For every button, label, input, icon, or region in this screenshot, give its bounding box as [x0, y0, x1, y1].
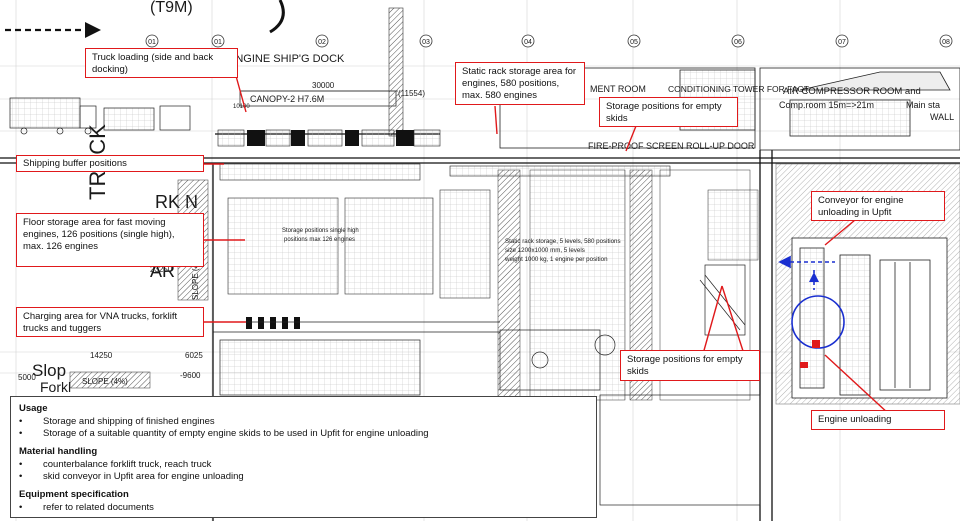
svg-text:08: 08	[942, 39, 950, 46]
svg-text:positions max 126 engines: positions max 126 engines	[284, 237, 355, 243]
lower-rooms	[219, 329, 761, 506]
callout-skids-mid: Storage positions for empty skids	[620, 350, 760, 381]
usage-item: Storage and shipping of finished engines	[19, 416, 588, 428]
comp-room-label: Comp.room 15m=>21m	[779, 100, 874, 110]
info-panel: Usage Storage and shipping of finished e…	[10, 396, 597, 518]
dock-label: ENGINE SHIP'G DOCK	[228, 53, 345, 65]
floor-storage-blocks	[227, 189, 491, 299]
charging-units	[246, 317, 300, 329]
dim-23250: 23250	[150, 265, 173, 274]
callout-conveyor: Conveyor for engine unloading in Upfit	[811, 191, 945, 221]
dim-6025: 6025	[185, 351, 203, 360]
top-curve	[269, 0, 285, 34]
callout-truck-loading: Truck loading (side and back docking)	[85, 48, 238, 78]
bay-label: (T9M)	[150, 0, 193, 16]
callout-static-rack: Static rack storage area for engines, 58…	[455, 62, 585, 105]
upfit-blue-markers	[778, 255, 845, 349]
svg-text:Storage positions single high: Storage positions single high	[282, 228, 359, 234]
dim-14250: 14250	[90, 351, 113, 360]
screen-door-label: FIRE-PROOF SCREEN ROLL-UP DOOR	[588, 141, 755, 151]
upfit-red-marker	[812, 340, 820, 348]
svg-text:06: 06	[734, 39, 742, 46]
main-sta-label: Main sta	[906, 100, 940, 110]
tower-label: CONDITIONING TOWER FOR FACT	[668, 84, 809, 94]
usage-item: Storage of a suitable quantity of empty …	[19, 428, 588, 440]
rack-annotation: Static rack storage, 5 levels, 580 posit…	[504, 238, 621, 263]
top-arrow	[5, 22, 101, 38]
dock-doors	[247, 130, 414, 146]
callout-engine-unloading: Engine unloading	[811, 410, 945, 430]
grid-bubbles: 01 01 02 03 04 05 06 07 08	[145, 34, 953, 48]
callout-skids-top: Storage positions for empty skids	[599, 97, 738, 127]
callout-charging: Charging area for VNA trucks, forklift t…	[16, 307, 204, 337]
dim-5000: 5000	[18, 373, 36, 382]
handling-heading: Material handling	[19, 446, 98, 457]
air-room-label: AIR COMPRESSOR ROOM and	[783, 86, 921, 97]
callout-shipping-buffer: Shipping buffer positions	[16, 155, 204, 172]
handling-item: counterbalance forklift truck, reach tru…	[19, 459, 588, 471]
slope-label-2: SLOPE (4%)	[82, 377, 128, 386]
handling-item: skid conveyor in Upfit area for engine u…	[19, 471, 588, 483]
slop-text: Slop	[32, 361, 66, 380]
building-walls	[0, 150, 960, 521]
svg-text:weight 1000 kg, 1 engine per p: weight 1000 kg, 1 engine per position	[504, 256, 608, 263]
dim-11554: (11554)	[398, 89, 425, 98]
slope-label-1: SLOPE (4%)	[191, 254, 200, 300]
static-rack-area	[497, 169, 751, 401]
rack-grid-right	[707, 189, 759, 261]
svg-text:04: 04	[524, 39, 532, 46]
dim-9600: -9600	[180, 371, 201, 380]
svg-text:02: 02	[318, 39, 326, 46]
truck-drawing	[9, 97, 191, 135]
dock-column	[388, 7, 404, 137]
svg-text:Static rack storage, 5 levels,: Static rack storage, 5 levels, 580 posit…	[505, 238, 621, 245]
dim-10100: 10100	[233, 104, 250, 110]
svg-text:07: 07	[838, 39, 846, 46]
fork-text: Forkl	[40, 379, 71, 395]
callout-floor-storage: Floor storage area for fast moving engin…	[16, 213, 204, 267]
svg-text:05: 05	[630, 39, 638, 46]
wall-label: WALL	[930, 112, 954, 122]
svg-text:03: 03	[422, 39, 430, 46]
dim-30000: 30000	[312, 81, 335, 90]
svg-text:size 1200x1000 mm, 5 levels: size 1200x1000 mm, 5 levels	[505, 247, 585, 254]
canopy-label: CANOPY-2 H7.6M	[250, 94, 324, 104]
usage-list: Storage and shipping of finished engines…	[19, 416, 588, 440]
handling-list: counterbalance forklift truck, reach tru…	[19, 459, 588, 483]
usage-heading: Usage	[19, 403, 48, 414]
equipment-heading: Equipment specification	[19, 489, 129, 500]
equipment-list: refer to related documents	[19, 502, 588, 514]
equipment-item: refer to related documents	[19, 502, 588, 514]
room-label: MENT ROOM	[590, 84, 646, 94]
svg-text:01: 01	[148, 39, 156, 46]
callout-leaders	[204, 75, 891, 416]
svg-text:01: 01	[214, 39, 222, 46]
